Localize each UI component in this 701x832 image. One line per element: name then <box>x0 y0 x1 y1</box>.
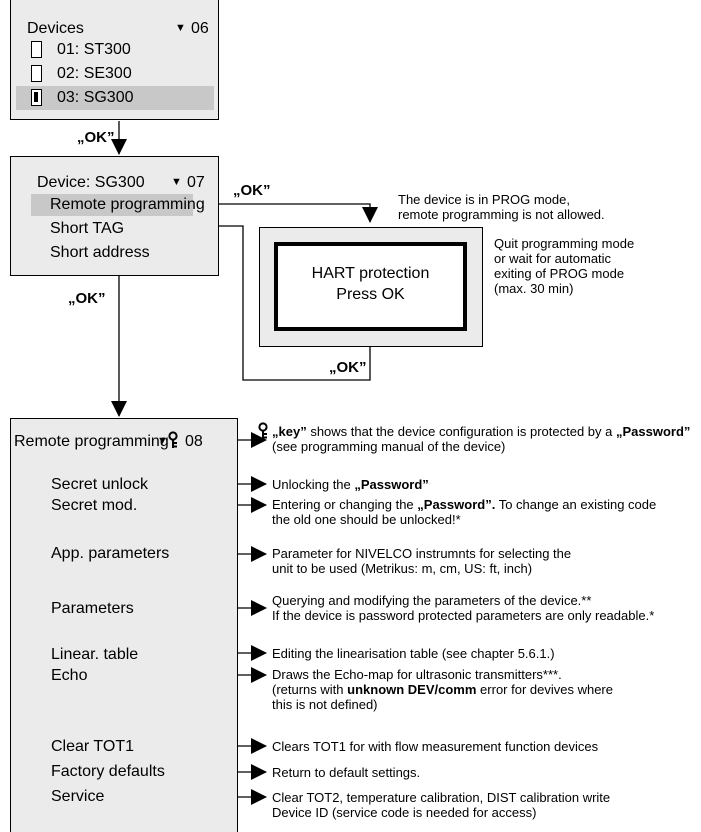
desc-echo-error: unknown DEV/comm <box>347 682 477 697</box>
menu-item-remote-programming[interactable]: Remote programming <box>50 196 205 213</box>
desc-linear-table: Editing the linearisation table (see cha… <box>272 646 555 661</box>
quit-note-line2: or wait for automatic <box>494 251 612 266</box>
device-menu-panel: Device: SG300 ▼ 07 Remote programming Sh… <box>10 156 219 276</box>
desc-secret-mod-password: „Password”. <box>417 497 496 512</box>
desc-echo-line1: Draws the Echo-map for ultrasonic transm… <box>272 667 562 682</box>
menu-item-factory-defaults[interactable]: Factory defaults <box>51 763 165 780</box>
hart-dialog: HART protection Press OK <box>274 242 467 331</box>
desc-app-parameters-line2: unit to be used (Metrikus: m, cm, US: ft… <box>272 561 533 576</box>
key-icon <box>258 422 268 439</box>
device-item-se300[interactable]: 02: SE300 <box>57 65 132 82</box>
prog-mode-note: The device is in PROG mode, remote progr… <box>398 192 605 222</box>
menu-item-short-address[interactable]: Short address <box>50 244 150 261</box>
menu-item-parameters[interactable]: Parameters <box>51 600 134 617</box>
remote-menu-counter: 08 <box>185 433 203 450</box>
desc-service-line1: Clear TOT2, temperature calibration, DIS… <box>272 790 611 805</box>
desc-key-password: „Password” <box>616 424 691 439</box>
quit-note-line4: (max. 30 min) <box>494 281 574 296</box>
scroll-down-icon: ▼ <box>171 176 182 188</box>
remote-programming-panel: Remote programming ▼ 08 Secret unlock Se… <box>10 418 238 832</box>
hart-dialog-line1: HART protection <box>311 265 430 282</box>
checkbox-empty-icon[interactable] <box>31 41 42 58</box>
key-icon <box>168 431 178 448</box>
device-menu-counter: 07 <box>187 174 205 191</box>
desc-key-text: shows that the device configuration is p… <box>306 424 616 439</box>
desc-app-parameters-line1: Parameter for NIVELCO instrumnts for sel… <box>272 546 572 561</box>
device-item-st300[interactable]: 01: ST300 <box>57 41 131 58</box>
selection-highlight <box>16 86 214 110</box>
desc-parameters: Querying and modifying the parameters of… <box>272 593 654 623</box>
desc-secret-unlock-password: „Password” <box>354 477 429 492</box>
ok-label: „OK” <box>329 359 367 376</box>
devices-counter: 06 <box>191 20 209 37</box>
desc-secret-mod: Entering or changing the „Password”. To … <box>272 497 656 527</box>
desc-service: Clear TOT2, temperature calibration, DIS… <box>272 790 610 820</box>
desc-secret-unlock-text: Unlocking the <box>272 477 355 492</box>
desc-echo-line2a: (returns with <box>272 682 348 697</box>
menu-item-clear-tot1[interactable]: Clear TOT1 <box>51 738 134 755</box>
quit-note-line1: Quit programming mode <box>494 236 635 251</box>
desc-echo-line2c: error for devives where <box>476 682 613 697</box>
desc-key-term: „key” <box>272 424 307 439</box>
device-item-sg300[interactable]: 03: SG300 <box>57 89 134 106</box>
desc-secret-unlock: Unlocking the „Password” <box>272 477 429 492</box>
ok-label: „OK” <box>77 129 115 146</box>
desc-key-line2: (see programming manual of the device) <box>272 439 506 454</box>
hart-dialog-line2: Press OK <box>336 286 405 303</box>
ok-label: „OK” <box>233 182 271 199</box>
desc-secret-mod-text2: To change an existing code <box>495 497 657 512</box>
menu-item-echo[interactable]: Echo <box>51 667 88 684</box>
ok-label: „OK” <box>68 290 106 307</box>
menu-item-secret-unlock[interactable]: Secret unlock <box>51 476 148 493</box>
checkbox-empty-icon[interactable] <box>31 65 42 82</box>
quit-note: Quit programming mode or wait for automa… <box>494 236 634 296</box>
menu-item-secret-mod[interactable]: Secret mod. <box>51 497 138 514</box>
desc-service-line2: Device ID (service code is needed for ac… <box>272 805 537 820</box>
menu-item-service[interactable]: Service <box>51 788 105 805</box>
prog-mode-note-line1: The device is in PROG mode, <box>398 192 570 207</box>
checkbox-checked-icon[interactable] <box>31 89 42 106</box>
quit-note-line3: exiting of PROG mode <box>494 266 625 281</box>
arrow-to-hart <box>193 203 378 223</box>
devices-panel: Devices ▼ 06 01: ST300 02: SE300 03: SG3… <box>10 0 219 120</box>
desc-parameters-line1: Querying and modifying the parameters of… <box>272 593 592 608</box>
desc-echo-line3: this is not defined) <box>272 697 378 712</box>
scroll-down-icon: ▼ <box>157 435 168 447</box>
remote-menu-title: Remote programming <box>14 433 169 450</box>
desc-factory-defaults: Return to default settings. <box>272 765 421 780</box>
device-menu-title: Device: SG300 <box>37 174 145 191</box>
menu-item-app-parameters[interactable]: App. parameters <box>51 545 170 562</box>
desc-secret-mod-line2: the old one should be unlocked!* <box>272 512 461 527</box>
prog-mode-note-line2: remote programming is not allowed. <box>398 207 605 222</box>
desc-echo: Draws the Echo-map for ultrasonic transm… <box>272 667 613 712</box>
desc-parameters-line2: If the device is password protected para… <box>272 608 655 623</box>
desc-clear-tot1: Clears TOT1 for with flow measurement fu… <box>272 739 599 754</box>
selection-highlight <box>31 194 193 216</box>
devices-title: Devices <box>27 20 84 37</box>
menu-item-short-tag[interactable]: Short TAG <box>50 220 125 237</box>
desc-app-parameters: Parameter for NIVELCO instrumnts for sel… <box>272 546 571 576</box>
desc-secret-mod-text: Entering or changing the <box>272 497 418 512</box>
hart-dialog-frame: HART protection Press OK <box>259 227 483 347</box>
menu-item-linear-table[interactable]: Linear. table <box>51 646 139 663</box>
desc-key: „key” shows that the device configuratio… <box>272 424 690 454</box>
scroll-down-icon: ▼ <box>175 22 186 34</box>
